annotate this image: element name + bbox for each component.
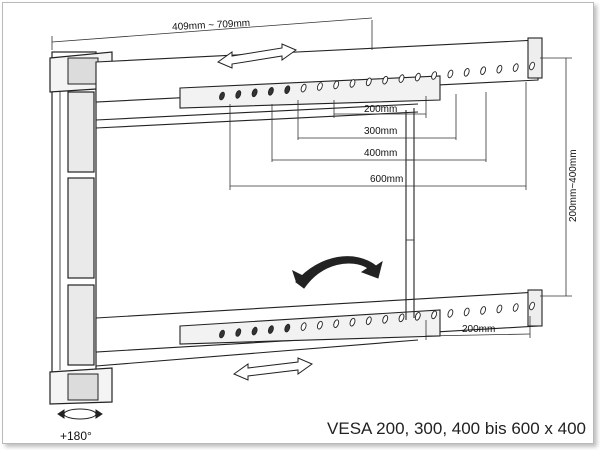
vesa-caption: VESA 200, 300, 400 bis 600 x 400: [327, 419, 586, 438]
width-dim-line: [51, 17, 373, 43]
slot-hole: [365, 77, 372, 87]
slot-hole: [529, 61, 535, 71]
slot-hole: [235, 328, 242, 337]
slot-hole: [251, 326, 258, 336]
bottom-dim-line: [425, 333, 531, 337]
bottom-arm-end-cap: [527, 289, 543, 327]
slot-hole: [365, 316, 372, 325]
slide-arrow-bottom: [232, 357, 314, 381]
wall-plate-slot-top: [67, 91, 95, 173]
slot-hole: [398, 74, 405, 83]
top-arm: [95, 37, 543, 129]
rotation-arrow-icon: [292, 256, 383, 289]
bottom-arm: [95, 289, 543, 367]
slot-hole: [284, 85, 291, 94]
vertical-dimension: [540, 57, 572, 297]
slot-hole: [398, 313, 405, 323]
slot-hole: [349, 79, 356, 88]
vertical-range-label: 200mm~400mm: [568, 149, 579, 222]
slot-hole: [447, 309, 454, 318]
wall-plate-slot-bottom: [67, 284, 95, 366]
slot-hole: [251, 88, 258, 98]
slot-hole: [480, 306, 487, 315]
swivel-arrow-icon: [57, 408, 103, 420]
top-arm-holes: [219, 61, 535, 101]
rotation-label: +180°: [60, 429, 92, 443]
vesa-400-label: 400mm: [364, 148, 397, 159]
slot-hole: [382, 315, 389, 324]
top-arm-end-cap: [527, 37, 543, 79]
vesa-600-label: 600mm: [370, 174, 403, 185]
wall-plate-slot-middle: [67, 177, 95, 279]
slot-hole: [284, 323, 291, 333]
slot-hole: [300, 83, 307, 93]
slot-hole: [316, 320, 323, 330]
slot-hole: [512, 303, 519, 312]
vesa-200-label: 200mm: [364, 104, 397, 115]
slot-hole: [496, 64, 503, 74]
slot-hole: [382, 75, 389, 85]
bottom-arm-holes: [219, 301, 535, 339]
slot-hole: [414, 72, 421, 82]
slot-hole: [333, 319, 340, 328]
slot-hole: [235, 90, 242, 99]
vesa-300-label: 300mm: [364, 126, 397, 137]
slot-hole: [431, 71, 438, 80]
vertical-connector: [405, 108, 415, 320]
width-range-label: 409mm ~ 709mm: [172, 18, 251, 33]
bottom-200-label: 200mm: [462, 324, 495, 335]
slot-hole: [219, 329, 225, 339]
slot-hole: [414, 312, 421, 321]
slot-hole: [463, 68, 470, 77]
bottom-dimension: [425, 316, 531, 340]
vesa-dimensions: [229, 82, 527, 190]
slot-hole: [219, 91, 225, 101]
slot-hole: [267, 325, 274, 334]
slot-hole: [300, 322, 307, 331]
slot-hole: [480, 66, 487, 75]
slot-hole: [349, 317, 356, 327]
slot-hole: [267, 87, 274, 96]
slot-hole: [431, 310, 438, 320]
slot-hole: [316, 82, 323, 91]
slot-hole: [496, 304, 503, 314]
slot-hole: [529, 301, 535, 311]
slot-hole: [512, 63, 519, 72]
width-dimension: [51, 17, 373, 50]
slot-hole: [463, 307, 470, 317]
slot-hole: [333, 80, 340, 90]
wall-plate: [49, 51, 113, 405]
slide-arrow-top: [216, 43, 298, 69]
slot-hole: [447, 69, 454, 79]
